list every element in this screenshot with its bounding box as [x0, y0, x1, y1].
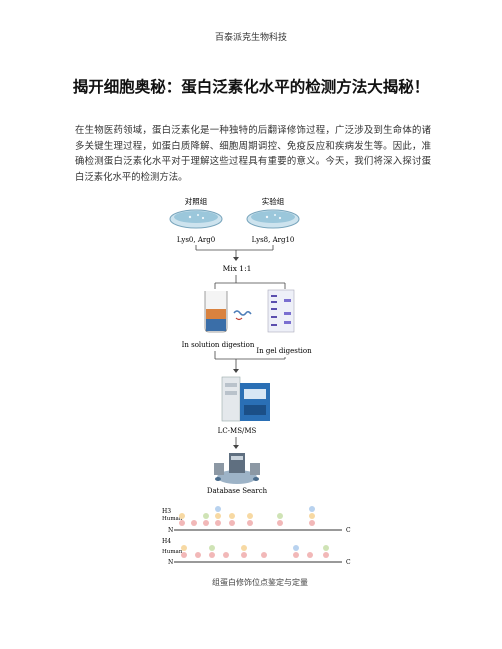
control-label: 对照组 [185, 196, 208, 206]
experiment-dish-icon [246, 209, 300, 229]
control-isotopes: Lys0, Arg0 [177, 236, 215, 244]
figure-caption: 组蛋白修饰位点鉴定与定量 [212, 577, 308, 587]
workflow-figure: 对照组 实验组 Lys0, Arg0 Lys8, Arg10 Mix 1:1 [160, 195, 360, 605]
h4-modification-sites [181, 545, 329, 558]
split-connector [214, 275, 286, 289]
h3-n-label: N [168, 527, 173, 534]
database-label: Database Search [207, 487, 268, 495]
page-header: 百泰派克生物科技 [214, 33, 287, 43]
merge-arrow-icon [233, 257, 239, 261]
article-paragraph: 在生物医药领域，蛋白泛素化是一种独特的后翻译修饰过程，广泛涉及到生命体的诸多关键… [75, 125, 431, 183]
h3-c-label: C [346, 527, 351, 534]
h4-c-label: C [346, 559, 351, 566]
experiment-isotopes: Lys8, Arg10 [252, 236, 295, 244]
gel-label: In gel digestion [256, 347, 312, 355]
h3-label: H3 [162, 508, 171, 515]
workflow-diagram: 对照组 实验组 Lys0, Arg0 Lys8, Arg10 Mix 1:1 [162, 196, 351, 587]
solution-label: In solution digestion [182, 341, 255, 349]
database-server-icon [214, 453, 260, 484]
experiment-label: 实验组 [262, 196, 285, 206]
join-arrow-icon [233, 369, 239, 373]
merge-connector [195, 245, 274, 259]
h3-modification-sites [179, 506, 315, 526]
protein-icon [233, 310, 252, 321]
h3-human-label: Human [162, 516, 183, 522]
h4-n-label: N [168, 559, 173, 566]
mass-spectrometer-icon [221, 376, 270, 422]
mix-label: Mix 1:1 [223, 264, 252, 273]
beaker-icon [204, 291, 228, 333]
article-title: 揭开细胞奥秘：蛋白泛素化水平的检测方法大揭秘！ [72, 78, 430, 96]
h4-label: H4 [162, 538, 171, 545]
instrument-arrow-icon [233, 445, 239, 449]
control-dish-icon [169, 209, 223, 229]
instrument-label: LC-MS/MS [218, 427, 257, 435]
h4-human-label: Human [162, 549, 183, 555]
gel-icon [267, 289, 295, 333]
